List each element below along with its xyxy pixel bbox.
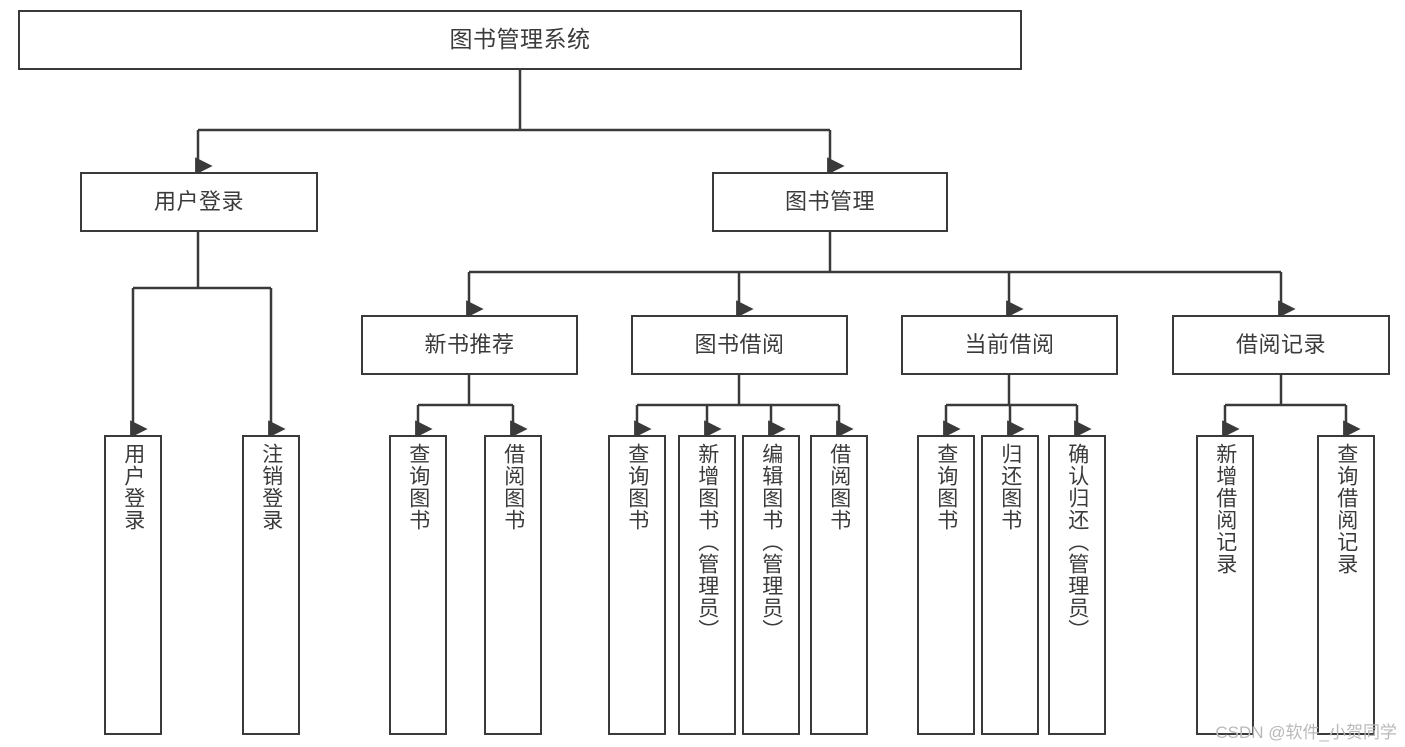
leaf-new-book-borrow-book[interactable]: 借阅图书 xyxy=(484,435,542,735)
node-label: 归还图书 xyxy=(998,443,1022,531)
node-label: 新增借阅记录 xyxy=(1213,443,1237,575)
node-book-borrow[interactable]: 图书借阅 xyxy=(631,315,848,375)
node-current-borrow[interactable]: 当前借阅 xyxy=(901,315,1118,375)
leaf-book-borrow-query-book[interactable]: 查询图书 xyxy=(608,435,666,735)
node-user-login[interactable]: 用户登录 xyxy=(80,172,318,232)
node-label: 用户登录 xyxy=(121,443,145,531)
node-label: 图书借阅 xyxy=(694,331,785,357)
node-label: 新书推荐 xyxy=(424,331,515,357)
node-label: 新增图书（管理员） xyxy=(695,443,719,641)
node-label: 图书管理系统 xyxy=(449,26,591,53)
node-label: 查询图书 xyxy=(934,443,958,531)
node-label: 当前借阅 xyxy=(964,331,1055,357)
watermark-text: CSDN @软件_小贺同学 xyxy=(1215,723,1397,742)
leaf-current-borrow-confirm-return-admin[interactable]: 确认归还（管理员） xyxy=(1048,435,1106,735)
leaf-user-login-logout[interactable]: 注销登录 xyxy=(242,435,300,735)
leaf-current-borrow-query-book[interactable]: 查询图书 xyxy=(917,435,975,735)
leaf-new-book-query-book[interactable]: 查询图书 xyxy=(389,435,447,735)
leaf-current-borrow-return-book[interactable]: 归还图书 xyxy=(981,435,1039,735)
node-label: 图书管理 xyxy=(784,188,875,214)
node-label: 借阅图书 xyxy=(501,443,525,531)
node-label: 用户登录 xyxy=(153,188,244,214)
node-label: 查询借阅记录 xyxy=(1334,443,1358,575)
leaf-borrow-record-query-record[interactable]: 查询借阅记录 xyxy=(1317,435,1375,735)
node-label: 借阅图书 xyxy=(827,443,851,531)
leaf-user-login-login[interactable]: 用户登录 xyxy=(104,435,162,735)
node-root-book-management-system[interactable]: 图书管理系统 xyxy=(18,10,1022,70)
node-label: 确认归还（管理员） xyxy=(1065,443,1089,641)
leaf-book-borrow-add-book-admin[interactable]: 新增图书（管理员） xyxy=(678,435,736,735)
node-label: 查询图书 xyxy=(406,443,430,531)
leaf-borrow-record-add-record[interactable]: 新增借阅记录 xyxy=(1196,435,1254,735)
node-new-book-recommend[interactable]: 新书推荐 xyxy=(361,315,578,375)
node-label: 注销登录 xyxy=(259,443,283,531)
node-label: 借阅记录 xyxy=(1235,331,1326,357)
leaf-book-borrow-borrow-book[interactable]: 借阅图书 xyxy=(810,435,868,735)
leaf-book-borrow-edit-book-admin[interactable]: 编辑图书（管理员） xyxy=(742,435,800,735)
node-label: 查询图书 xyxy=(625,443,649,531)
node-book-management[interactable]: 图书管理 xyxy=(712,172,948,232)
node-label: 编辑图书（管理员） xyxy=(759,443,783,641)
node-borrow-record[interactable]: 借阅记录 xyxy=(1172,315,1390,375)
